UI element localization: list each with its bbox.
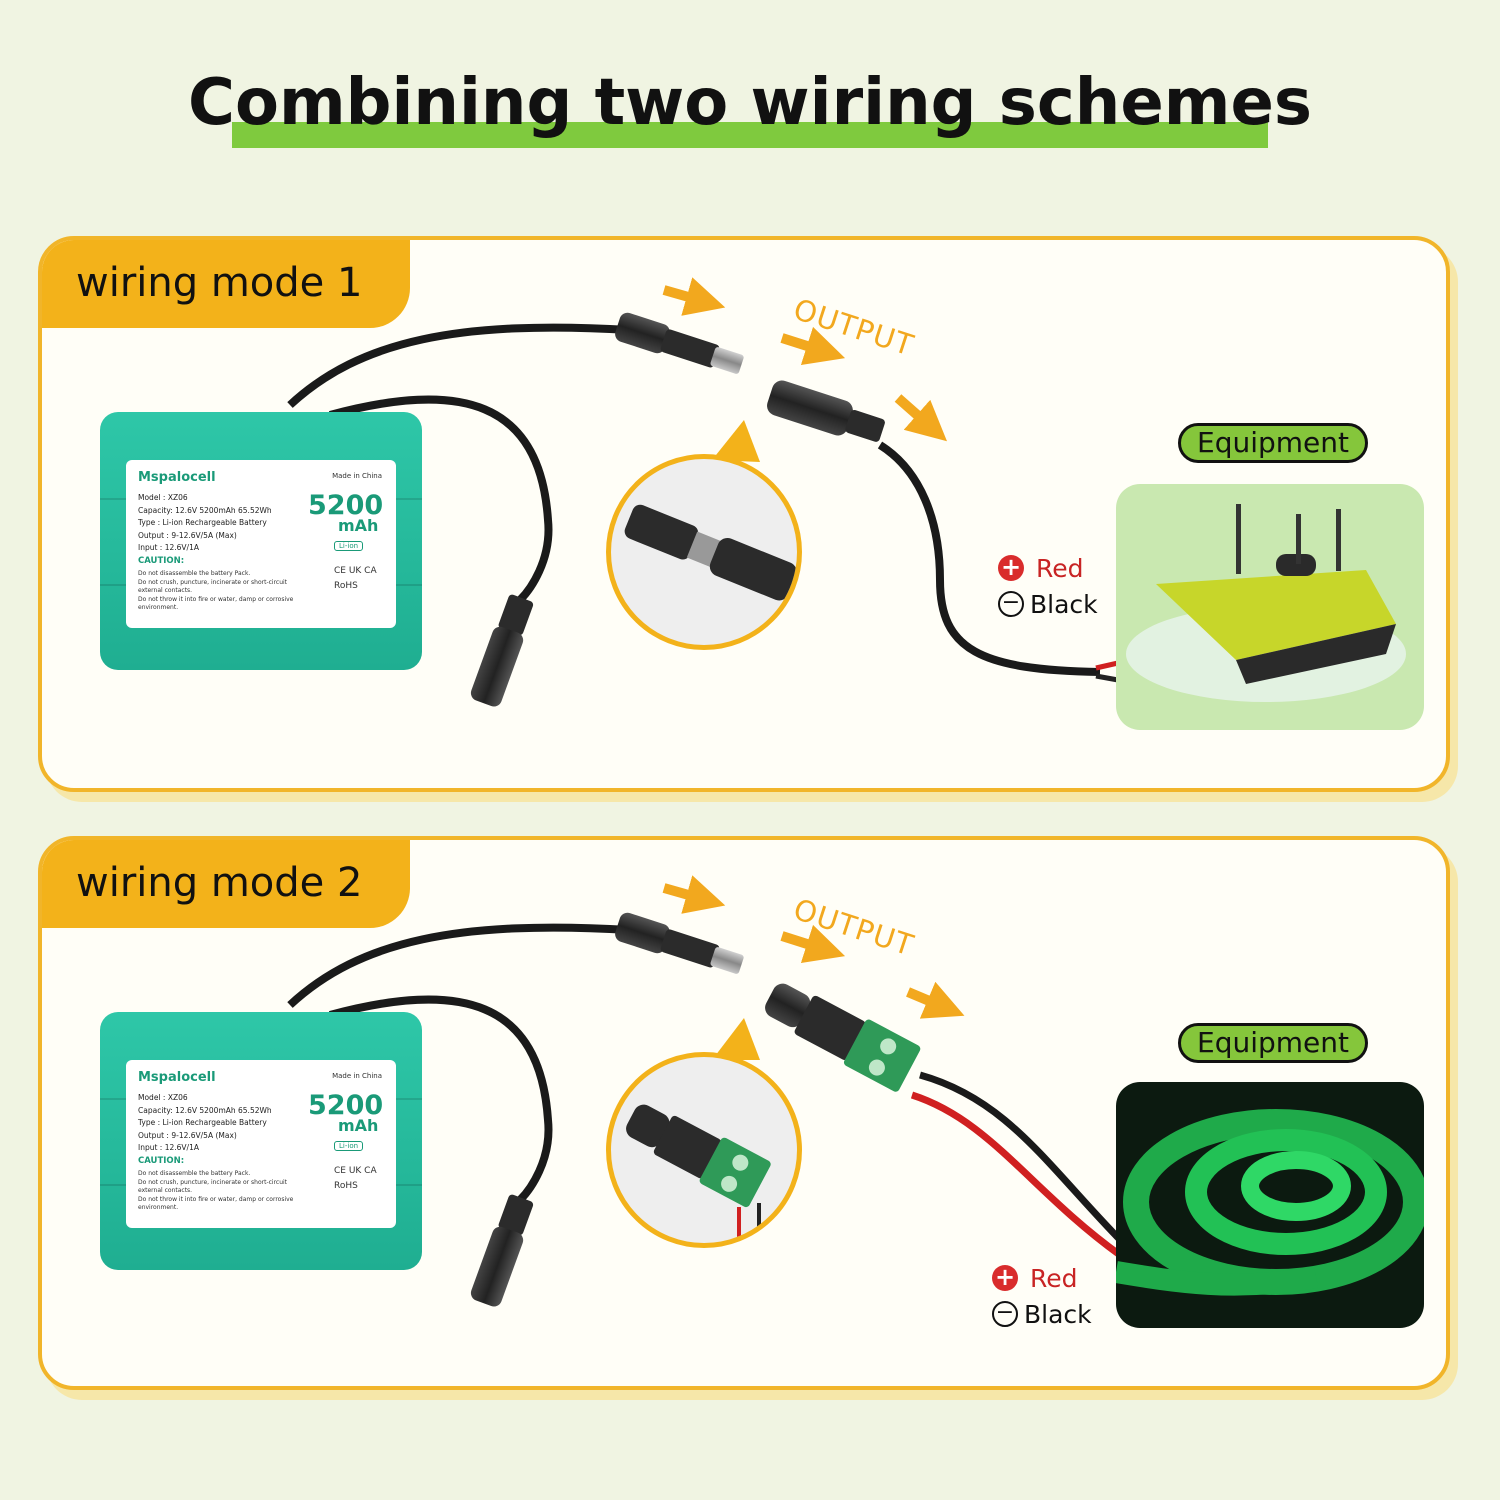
equipment-label: Equipment bbox=[1178, 423, 1368, 463]
boat-icon bbox=[1116, 484, 1424, 730]
mode-1-arrows bbox=[662, 277, 947, 442]
battery-capacity: 5200 bbox=[308, 1090, 384, 1121]
positive-label: Red bbox=[1030, 1263, 1078, 1293]
mode-1-cables bbox=[287, 312, 1159, 707]
terminal-zoom-bubble bbox=[606, 1052, 802, 1248]
battery-brand: Mspalocell bbox=[138, 470, 216, 485]
title-underline bbox=[232, 122, 1268, 148]
battery-made-in: Made in China bbox=[332, 1072, 382, 1080]
battery-chemistry: Li-ion bbox=[334, 541, 364, 551]
battery-capacity-unit: mAh bbox=[338, 1116, 379, 1135]
positive-icon: + bbox=[992, 1265, 1018, 1291]
battery-cautions: Do not disassemble the battery Pack.Do n… bbox=[138, 570, 294, 612]
mode-2-arrows bbox=[662, 875, 965, 1019]
mode-tab: wiring mode 2 bbox=[42, 840, 410, 928]
connector-zoom-bubble bbox=[606, 454, 802, 650]
positive-icon: + bbox=[998, 555, 1024, 581]
callout-pointer bbox=[712, 1018, 760, 1060]
title-area: Combining two wiring schemes bbox=[0, 60, 1500, 160]
equipment-label: Equipment bbox=[1178, 1023, 1368, 1063]
mode-label: wiring mode 2 bbox=[76, 860, 363, 906]
battery-made-in: Made in China bbox=[332, 472, 382, 480]
positive-label: Red bbox=[1036, 553, 1084, 583]
negative-icon: − bbox=[992, 1301, 1018, 1327]
led-strip-icon bbox=[1116, 1082, 1424, 1328]
battery-chemistry: Li-ion bbox=[334, 1141, 364, 1151]
battery-cautions: Do not disassemble the battery Pack.Do n… bbox=[138, 1170, 294, 1212]
mode-2-cables bbox=[287, 912, 1133, 1307]
mode-label: wiring mode 1 bbox=[76, 260, 363, 306]
battery-caution-title: CAUTION: bbox=[138, 556, 185, 566]
polarity-legend: + Red −Black bbox=[998, 550, 1098, 622]
battery-brand: Mspalocell bbox=[138, 1070, 216, 1085]
negative-label: Black bbox=[1030, 589, 1098, 619]
polarity-legend: + Red −Black bbox=[992, 1260, 1092, 1332]
page-title: Combining two wiring schemes bbox=[188, 66, 1312, 140]
mode-tab: wiring mode 1 bbox=[42, 240, 410, 328]
dc-plug-closeup-icon bbox=[624, 504, 797, 601]
negative-label: Black bbox=[1024, 1299, 1092, 1329]
battery-capacity-unit: mAh bbox=[338, 516, 379, 535]
battery-capacity: 5200 bbox=[308, 490, 384, 521]
negative-icon: − bbox=[998, 591, 1024, 617]
callout-pointer bbox=[712, 420, 760, 462]
battery-caution-title: CAUTION: bbox=[138, 1156, 185, 1166]
